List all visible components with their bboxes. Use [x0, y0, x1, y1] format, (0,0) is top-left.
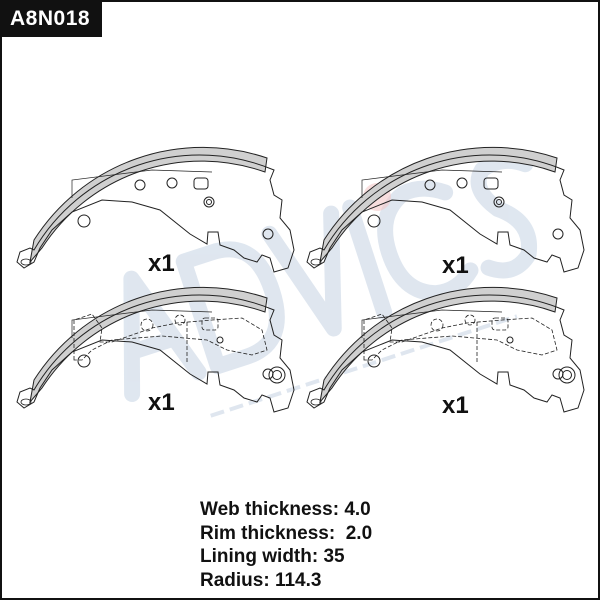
spec-web-thickness: Web thickness: 4.0 [200, 499, 371, 520]
spec-list: Web thickness: 4.0 Rim thickness: 2.0 Li… [200, 498, 372, 592]
spec-lining-width: Lining width: 35 [200, 546, 345, 567]
quantity-label: x1 [148, 389, 175, 416]
part-code-label: A8N018 [2, 2, 103, 37]
quantity-label: x1 [442, 392, 469, 419]
quantity-label: x1 [442, 252, 469, 279]
quantity-label: x1 [148, 250, 175, 277]
spec-radius: Radius: 114.3 [200, 569, 322, 591]
spec-rim-thickness: Rim thickness: 2.0 [200, 522, 373, 544]
